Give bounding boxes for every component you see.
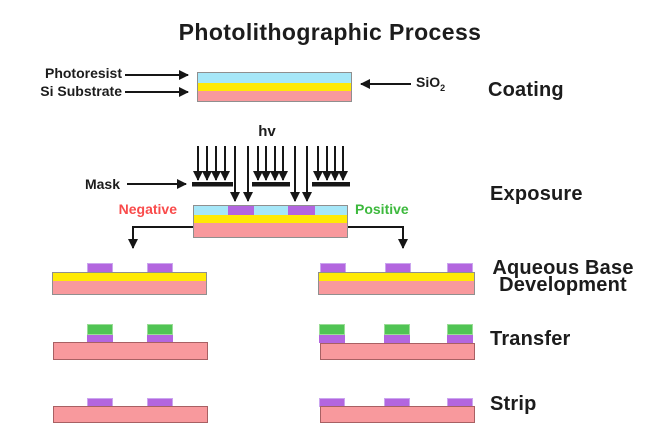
- coating-stack: [197, 72, 352, 102]
- substrate-layer: [194, 223, 347, 237]
- etched-cap: [447, 324, 473, 335]
- wafer-base: [52, 272, 207, 295]
- etched-cap: [384, 324, 410, 335]
- mask-bars: [192, 182, 350, 187]
- positive-tone-label: Positive: [355, 201, 409, 217]
- oxide-layer: [319, 273, 474, 281]
- wafer-base: [318, 272, 475, 295]
- oxide-layer: [198, 83, 351, 91]
- oxide-layer: [194, 215, 347, 223]
- strip-stack-negative: [53, 398, 209, 424]
- development-label-line1: Aqueous Base: [492, 257, 634, 279]
- substrate-layer: [53, 406, 208, 423]
- negative-branch-arrow: [128, 226, 193, 249]
- development-label-line2: Development: [499, 274, 627, 296]
- negative-tone-label: Negative: [118, 201, 177, 217]
- development-stack-positive: [318, 263, 475, 295]
- sio2-text: SiO: [416, 74, 441, 90]
- sio2-subscript: 2: [440, 82, 446, 93]
- exposed-resist-region: [228, 206, 254, 215]
- development-stage-label: Aqueous Base Development: [470, 257, 656, 296]
- resist-island: [87, 335, 113, 342]
- exposure-stack: [193, 205, 348, 238]
- transfer-stack-negative: [53, 324, 209, 360]
- resist-island: [447, 335, 473, 343]
- uv-light-passing-arrows: [230, 146, 312, 202]
- exposure-stage-label: Exposure: [490, 183, 583, 205]
- oxide-layer: [53, 273, 206, 281]
- transfer-stage-label: Transfer: [490, 328, 571, 350]
- resist-island: [319, 335, 345, 343]
- photoresist-label: Photoresist: [44, 65, 122, 81]
- positive-branch-arrow: [348, 226, 408, 249]
- resist-island: [147, 335, 173, 342]
- mask-label: Mask: [84, 176, 120, 192]
- diagram-title: Photolithographic Process: [178, 19, 482, 45]
- development-stack-negative: [52, 263, 208, 295]
- etched-cap: [87, 324, 113, 335]
- strip-stage-label: Strip: [490, 393, 537, 415]
- substrate-layer: [319, 281, 474, 294]
- photoresist-layer: [194, 206, 347, 215]
- resist-island: [384, 335, 410, 343]
- coating-stage-label: Coating: [488, 79, 564, 101]
- exposed-resist-region: [288, 206, 315, 215]
- uv-light-blocked-arrows: [193, 146, 348, 181]
- transfer-stack-positive: [319, 324, 476, 360]
- substrate-layer: [320, 406, 475, 423]
- hv-light-label: hv: [258, 123, 276, 140]
- etched-cap: [147, 324, 173, 335]
- substrate-layer: [320, 343, 475, 360]
- photoresist-layer: [198, 73, 351, 83]
- substrate-layer: [198, 91, 351, 101]
- si-substrate-label: Si Substrate: [40, 83, 122, 99]
- substrate-layer: [53, 281, 206, 294]
- etched-cap: [319, 324, 345, 335]
- strip-stack-positive: [319, 398, 476, 424]
- substrate-layer: [53, 342, 208, 360]
- sio2-label: SiO2: [416, 75, 445, 95]
